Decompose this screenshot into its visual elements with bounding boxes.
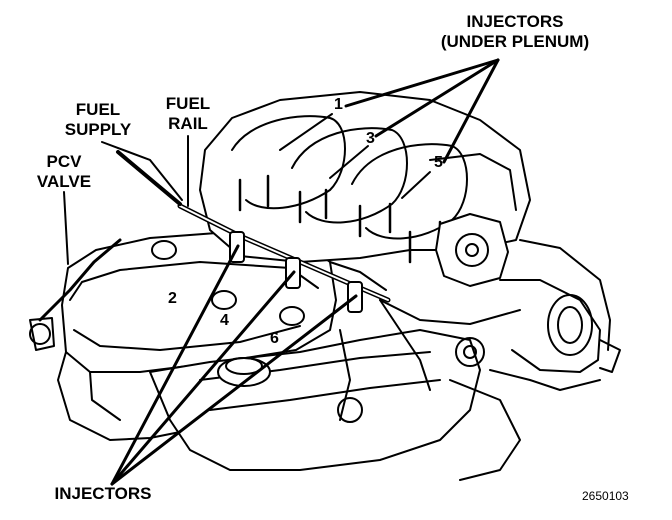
label-fuel-supply-line2: SUPPLY [64, 120, 132, 139]
label-fuel-supply-line1: FUEL [75, 100, 121, 119]
label-fuel-supply: FUEL SUPPLY [54, 100, 142, 140]
cylinder-number-4: 4 [220, 312, 229, 329]
cylinder-number-3: 3 [366, 130, 375, 147]
label-injectors-under-plenum: INJECTORS (UNDER PLENUM) [420, 12, 610, 52]
pcv-hose [38, 238, 122, 322]
label-fuel-rail: FUEL RAIL [158, 94, 218, 134]
label-fuel-rail-line1: FUEL [165, 94, 211, 113]
cylinder-number-1: 1 [334, 96, 343, 113]
throttle-body [435, 213, 509, 287]
label-pcv-valve: PCV VALVE [24, 152, 104, 192]
cylinder-number-5: 5 [434, 154, 443, 171]
label-injectors: INJECTORS [54, 484, 152, 503]
label-injectors-under-plenum-line2: (UNDER PLENUM) [440, 32, 590, 51]
cylinder-number-6: 6 [270, 330, 279, 347]
label-injectors-under-plenum-line1: INJECTORS [466, 12, 564, 31]
fuel-supply-hose [116, 150, 182, 206]
cylinder-number-2: 2 [168, 290, 177, 307]
label-pcv-valve-line2: VALVE [36, 172, 92, 191]
label-fuel-rail-line2: RAIL [168, 114, 208, 133]
label-pcv-valve-line1: PCV [46, 152, 82, 171]
figure-code: 2650103 [582, 489, 629, 503]
